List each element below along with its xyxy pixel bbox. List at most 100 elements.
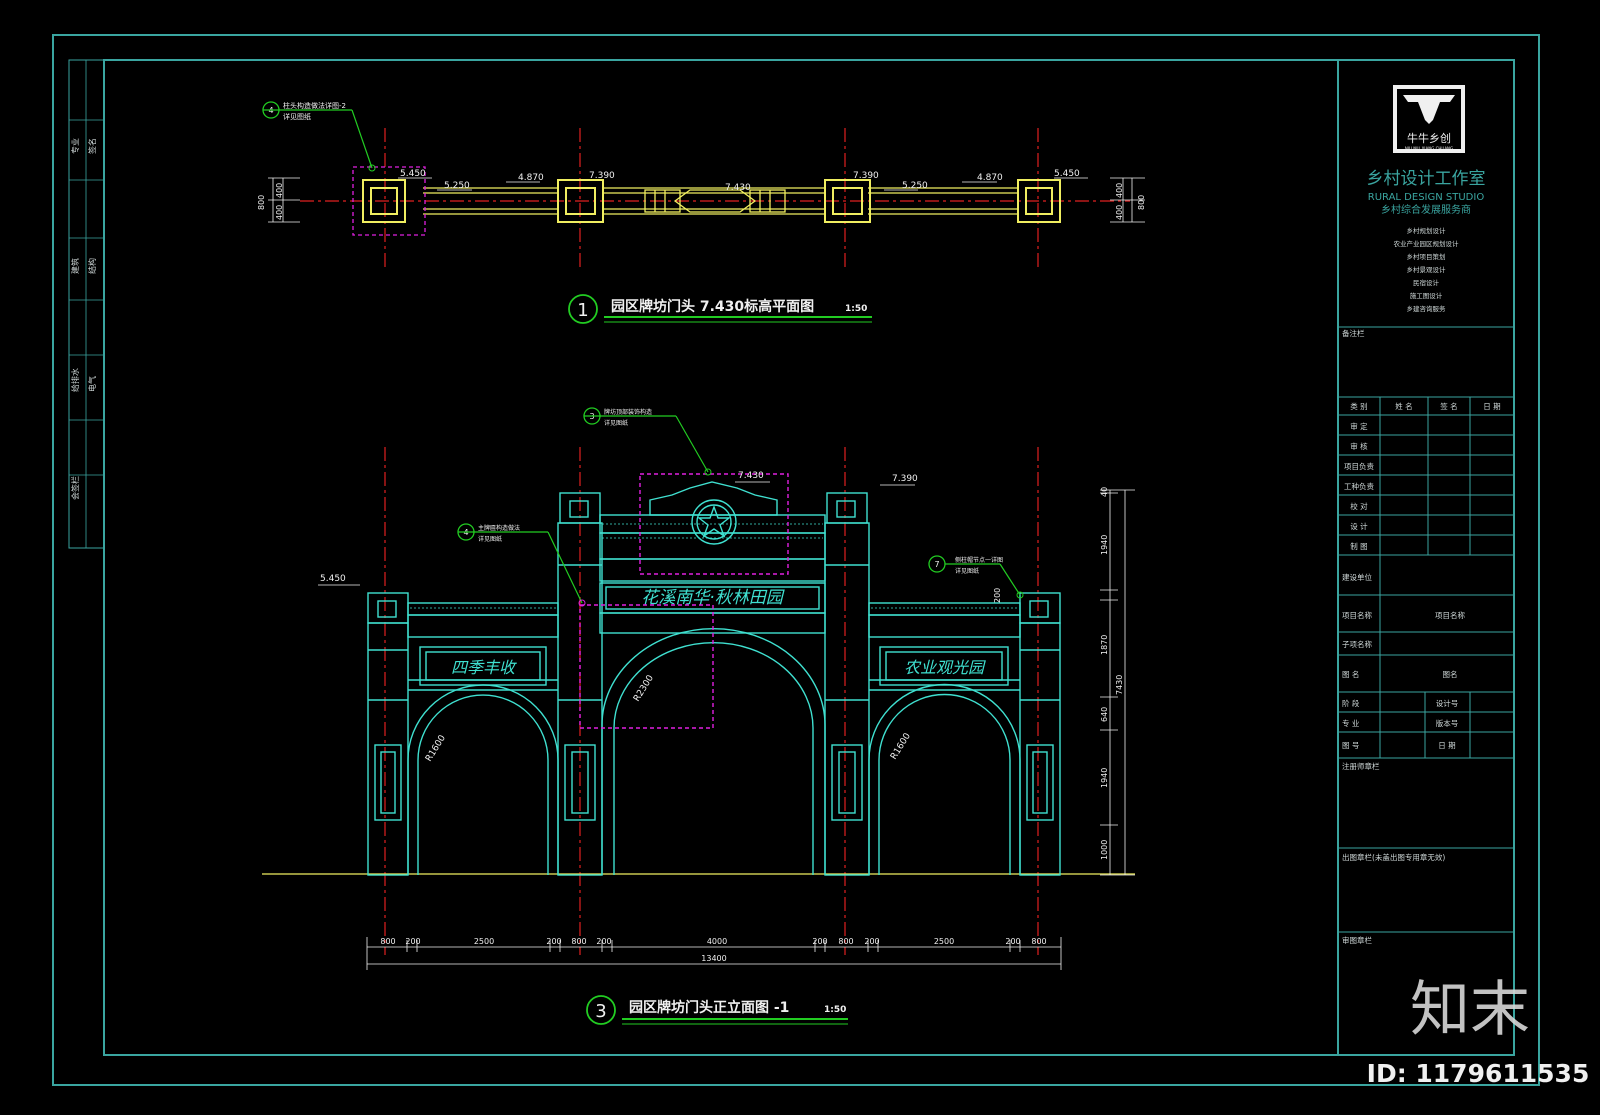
- svg-text:800: 800: [571, 937, 586, 946]
- svg-text:主牌匾构造做法: 主牌匾构造做法: [478, 524, 520, 532]
- plan-view: 4 柱头构造做法详图-2 详见图纸 5.450 5.250 4.870 7.39…: [257, 101, 1146, 324]
- svg-text:专 业: 专 业: [1342, 718, 1360, 728]
- svg-text:版本号: 版本号: [1436, 718, 1459, 728]
- svg-text:图 号: 图 号: [1342, 741, 1359, 750]
- svg-text:400: 400: [1115, 183, 1124, 198]
- level-mark: 7.390: [892, 474, 918, 484]
- svg-text:400: 400: [1115, 205, 1124, 220]
- strip-label: 给排水: [70, 368, 80, 392]
- svg-text:乡村景观设计: 乡村景观设计: [1407, 265, 1447, 274]
- studio-subtitle: 乡村综合发展服务商: [1381, 203, 1471, 216]
- svg-text:校 对: 校 对: [1350, 501, 1368, 511]
- level-mark: 7.390: [589, 171, 615, 181]
- level-mark: 7.390: [853, 171, 879, 181]
- svg-text:姓 名: 姓 名: [1395, 401, 1412, 411]
- svg-text:1940: 1940: [1100, 535, 1109, 555]
- svg-text:详见图纸: 详见图纸: [604, 419, 628, 427]
- svg-text:审 定: 审 定: [1350, 421, 1368, 431]
- elevation-title: 3 园区牌坊门头正立面图 -1 1:50: [586, 995, 848, 1025]
- inner-frame: [103, 59, 1515, 1056]
- svg-text:出图章栏(未盖出图专用章无效): 出图章栏(未盖出图专用章无效): [1342, 852, 1445, 862]
- studio-logo: 牛牛乡创 NIU NIU XIANG CHUANG: [1393, 85, 1465, 153]
- svg-text:项目名称: 项目名称: [1435, 610, 1465, 620]
- svg-text:项目负责: 项目负责: [1344, 461, 1374, 471]
- svg-text:40: 40: [1100, 487, 1109, 497]
- gate-outline: [367, 481, 1061, 876]
- svg-text:200: 200: [993, 588, 1002, 603]
- level-mark: 5.250: [902, 181, 928, 191]
- watermark-id: ID: 1179611535: [1367, 1059, 1590, 1088]
- svg-text:施工图设计: 施工图设计: [1410, 291, 1443, 300]
- level-mark: 7.430: [725, 183, 751, 193]
- center-sign: 花溪南华·秋林田园: [641, 588, 785, 608]
- outer-frame: [52, 34, 1540, 1086]
- title-block-labels: 备注栏 类 别 姓 名 签 名 日 期 审 定 审 核 项目负责 工种负责 校 …: [1342, 328, 1501, 945]
- strip-label: 电气: [87, 376, 97, 392]
- strip-label: 结构: [87, 258, 97, 274]
- left-signoff-strip: 专业 签名 建筑 结构 给排水 电气 会签栏: [68, 59, 105, 549]
- svg-text:牛牛乡创: 牛牛乡创: [1407, 131, 1451, 145]
- watermark-brand: 知末: [1410, 975, 1530, 1045]
- detail-zone: [352, 166, 426, 236]
- right-sign: 农业观光园: [904, 658, 986, 677]
- level-mark: 5.450: [1054, 169, 1080, 179]
- svg-text:侧柱帽节点一详图: 侧柱帽节点一详图: [955, 556, 1003, 564]
- elevation-view: 花溪南华·秋林田园 四季丰收 农业观光园 R1600 R2300 R1600 7…: [262, 407, 1135, 1025]
- svg-text:牌坊顶部装饰构造: 牌坊顶部装饰构造: [604, 408, 652, 416]
- svg-text:类 别: 类 别: [1350, 401, 1367, 411]
- svg-text:640: 640: [1100, 707, 1109, 722]
- svg-text:1: 1: [577, 300, 588, 321]
- svg-text:1:50: 1:50: [845, 304, 867, 314]
- svg-text:子项名称: 子项名称: [1342, 639, 1372, 649]
- strip-label: 建筑: [70, 258, 80, 274]
- svg-text:园区牌坊门头 7.430标高平面图: 园区牌坊门头 7.430标高平面图: [611, 298, 814, 315]
- svg-text:200: 200: [864, 937, 879, 946]
- svg-text:7430: 7430: [1115, 675, 1124, 695]
- svg-text:设计号: 设计号: [1436, 698, 1459, 708]
- svg-text:乡村规划设计: 乡村规划设计: [1407, 226, 1447, 235]
- svg-text:7: 7: [934, 560, 939, 569]
- svg-text:柱头构造做法详图-2: 柱头构造做法详图-2: [283, 101, 346, 110]
- svg-text:建设单位: 建设单位: [1342, 572, 1372, 582]
- svg-text:400: 400: [275, 205, 284, 220]
- svg-text:800: 800: [1031, 937, 1046, 946]
- svg-text:民宿设计: 民宿设计: [1413, 278, 1440, 287]
- svg-text:NIU NIU XIANG CHUANG: NIU NIU XIANG CHUANG: [1405, 146, 1453, 151]
- title-block: [1338, 326, 1514, 933]
- bull-icon: [1403, 95, 1455, 124]
- strip-label: 签名: [87, 138, 97, 154]
- svg-text:3: 3: [595, 1001, 606, 1022]
- svg-text:图 名: 图 名: [1342, 669, 1359, 679]
- svg-text:13400: 13400: [701, 954, 726, 963]
- watermark: 知末 ID: 1179611535: [1367, 975, 1590, 1088]
- elevation-callout: 7 侧柱帽节点一详图 详见图纸: [928, 555, 1024, 599]
- svg-text:园区牌坊门头正立面图 -1: 园区牌坊门头正立面图 -1: [629, 999, 789, 1016]
- svg-text:详见图纸: 详见图纸: [283, 112, 311, 121]
- svg-text:农业产业园区规划设计: 农业产业园区规划设计: [1394, 239, 1460, 248]
- svg-text:签 名: 签 名: [1440, 401, 1457, 411]
- svg-text:阶 段: 阶 段: [1342, 698, 1360, 708]
- svg-text:200: 200: [596, 937, 611, 946]
- elevation-callout: 4 主牌匾构造做法 详见图纸: [457, 523, 586, 607]
- svg-text:项目名称: 项目名称: [1342, 610, 1372, 620]
- svg-text:1000: 1000: [1100, 840, 1109, 860]
- svg-text:设 计: 设 计: [1350, 521, 1368, 531]
- svg-text:详见图纸: 详见图纸: [955, 567, 979, 575]
- svg-text:2500: 2500: [934, 937, 954, 946]
- plan-title: 1 园区牌坊门头 7.430标高平面图 1:50: [568, 294, 872, 324]
- svg-text:200: 200: [405, 937, 420, 946]
- arch-label: R2300: [632, 673, 656, 703]
- svg-text:1940: 1940: [1100, 768, 1109, 788]
- level-mark: 4.870: [518, 173, 544, 183]
- studio-name-en: RURAL DESIGN STUDIO: [1368, 192, 1485, 203]
- svg-text:注册师章栏: 注册师章栏: [1342, 761, 1380, 771]
- svg-text:详见图纸: 详见图纸: [478, 535, 502, 543]
- level-mark: 4.870: [977, 173, 1003, 183]
- level-mark: 5.450: [320, 574, 346, 584]
- level-mark: 5.250: [444, 181, 470, 191]
- plan-callout: 4 柱头构造做法详图-2 详见图纸: [262, 101, 376, 172]
- svg-text:备注栏: 备注栏: [1342, 328, 1365, 338]
- level-mark: 5.450: [400, 169, 426, 179]
- svg-text:800: 800: [257, 195, 266, 210]
